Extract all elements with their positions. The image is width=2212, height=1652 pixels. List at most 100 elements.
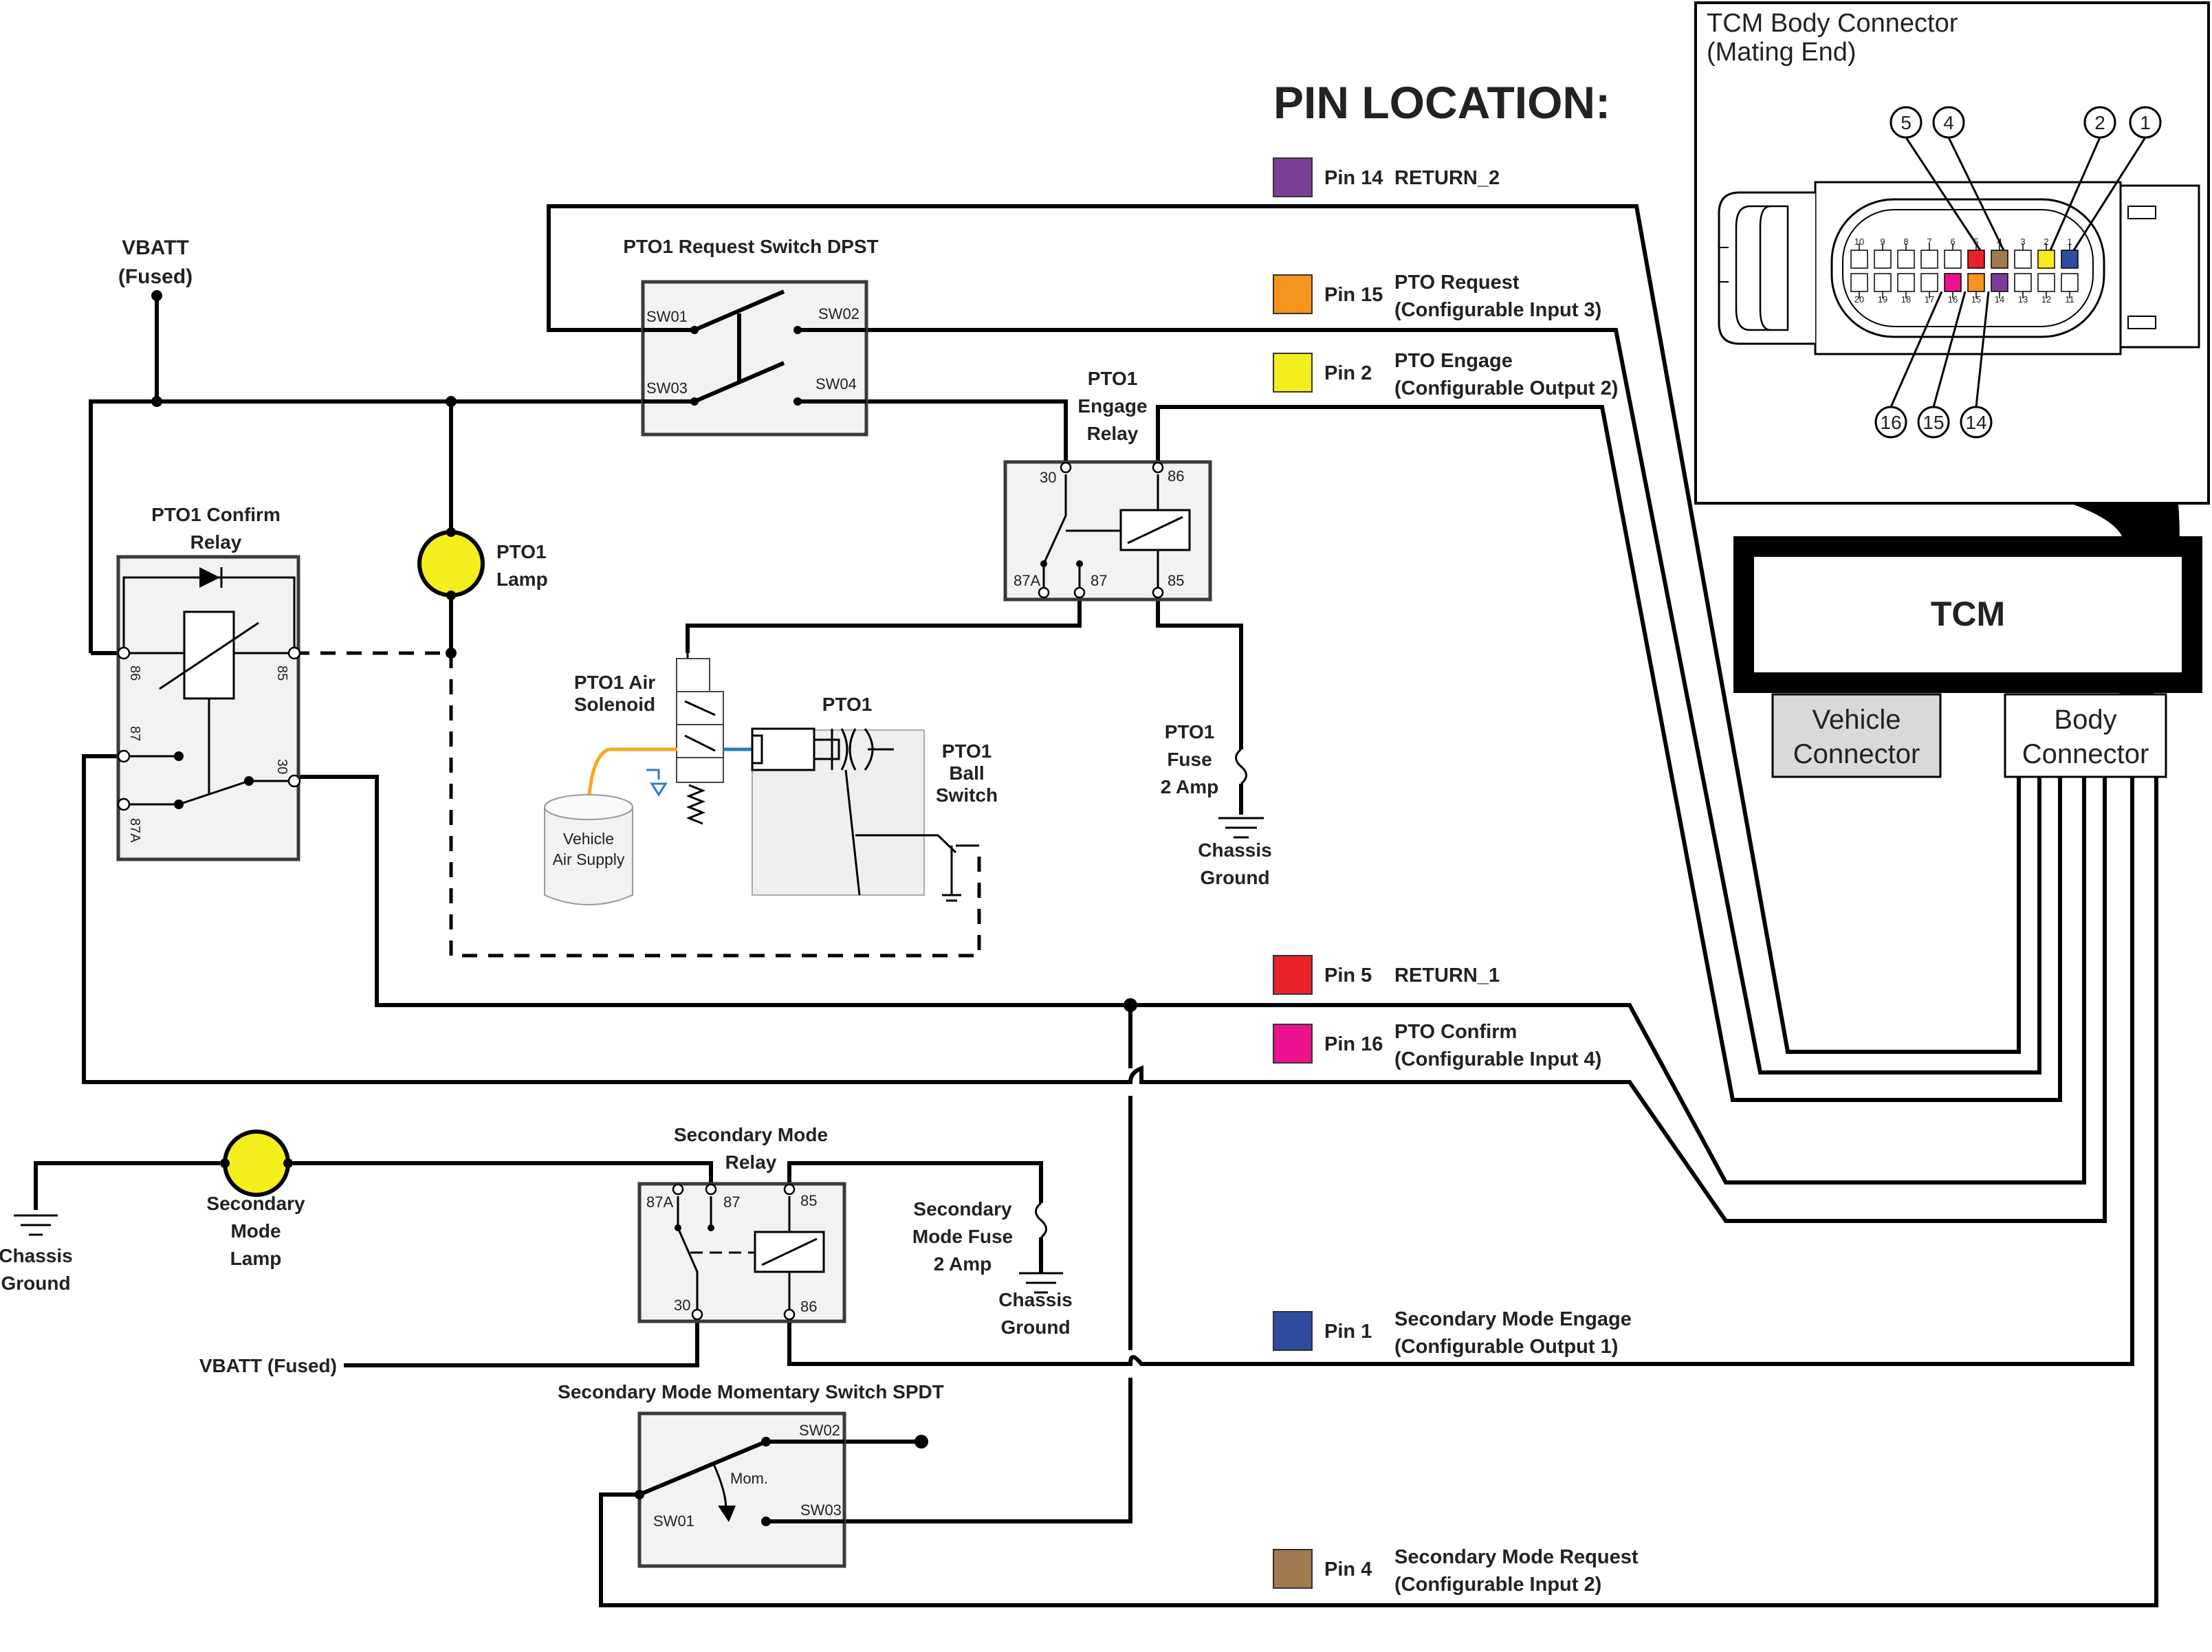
connector-pin-number: 16 — [1948, 294, 1958, 305]
callout-circle — [1890, 106, 1923, 139]
pto-air-assembly: PTO1 Air Solenoid Vehicle Air Supply PTO… — [544, 653, 998, 905]
legend-swatch — [1273, 955, 1313, 995]
connector-pin — [2061, 273, 2079, 292]
secondary-lamp-label-3: Lamp — [230, 1248, 282, 1269]
connector-pin — [1967, 250, 1985, 269]
pto-label: PTO1 — [822, 694, 873, 715]
connector-pin — [1897, 250, 1915, 269]
pto-ball-switch-label-3: Switch — [936, 784, 998, 806]
legend-pin-function: (Configurable Output 1) — [1394, 1336, 1618, 1358]
callout-number: 1 — [2140, 112, 2151, 133]
pto-fuse: PTO1 Fuse 2 Amp Chassis Ground — [1161, 721, 1272, 888]
pin-grid: 1098765432120191817161514131211 — [1850, 236, 2079, 305]
callout-number: 5 — [1901, 112, 1912, 133]
connector-pin — [1874, 250, 1892, 269]
secondary-relay-label-1: Secondary Mode — [674, 1124, 828, 1145]
secondary-mode-relay: Secondary Mode Relay 87A 87 85 30 86 — [637, 1124, 846, 1323]
connector-pin-number: 2 — [2044, 236, 2048, 247]
connector-pin — [1991, 273, 2008, 292]
legend-pin-label: Pin 15 — [1324, 284, 1383, 306]
secondary-relay-label-2: Relay — [725, 1152, 777, 1173]
sec-fuse-label-1: Secondary — [913, 1198, 1012, 1220]
vehicle-air-supply-label-1: Vehicle — [563, 830, 614, 848]
legend-pin-name: Secondary Mode Request — [1394, 1546, 1639, 1568]
connector-pin — [2037, 250, 2055, 269]
legend-pin-label: Pin 4 — [1324, 1559, 1372, 1581]
connector-pin — [1874, 273, 1892, 292]
pto-request-switch-label: PTO1 Request Switch DPST — [623, 236, 878, 257]
legend-swatch — [1273, 1311, 1313, 1351]
tcm-module: TCM Vehicle Connector Body Connector — [1733, 536, 2202, 778]
engage-t87a-label: 87A — [1014, 572, 1040, 589]
vehicle-connector-label-1: Vehicle — [1813, 705, 1901, 735]
callout-circle — [1874, 406, 1907, 439]
sec-t30-label: 30 — [674, 1297, 690, 1314]
connector-pin-number: 10 — [1854, 236, 1864, 247]
sec-chassis-ground-label-2: Ground — [1000, 1317, 1070, 1338]
legend-pin-label: Pin 16 — [1324, 1033, 1383, 1055]
connector-pin-number: 3 — [2020, 236, 2025, 247]
callout-number: 16 — [1880, 412, 1901, 433]
connector-pin — [2014, 273, 2032, 292]
vbatt-label-1: VBATT — [122, 236, 189, 259]
connector-pin — [1967, 273, 1985, 292]
callout-circle — [1932, 106, 1965, 139]
pto-engage-relay: PTO1 Engage Relay 30 86 87A 87 85 — [1003, 368, 1212, 602]
legend-pin-label: Pin 1 — [1324, 1321, 1372, 1343]
connector-pin-number: 17 — [1925, 294, 1934, 305]
legend-pin-function: (Configurable Output 2) — [1394, 377, 1618, 399]
legend-pin-function: (Configurable Input 3) — [1394, 299, 1601, 321]
pto-confirm-relay-label-1: PTO1 Confirm — [151, 504, 281, 525]
connector-pin — [1991, 250, 2008, 269]
connector-pin-number: 7 — [1927, 236, 1931, 247]
pto-fuse-label-1: PTO1 — [1165, 721, 1215, 742]
sec-t87a-label: 87A — [646, 1193, 673, 1211]
callout-circle — [1960, 406, 1993, 439]
legend-item: Pin 15 PTO Request (Configurable Input 3) — [1273, 272, 1601, 321]
connector-pin-number: 6 — [1950, 236, 1955, 247]
legend-pin-function: (Configurable Input 2) — [1394, 1574, 1601, 1596]
pto-engage-relay-label-2: Engage — [1077, 395, 1147, 417]
connector-pin-number: 20 — [1854, 294, 1864, 305]
callout-number: 15 — [1923, 412, 1944, 433]
sw04-label: SW04 — [815, 375, 857, 393]
pto-lamp-label-1: PTO1 — [496, 541, 547, 562]
pto-fuse-label-3: 2 Amp — [1161, 776, 1219, 797]
pto-request-switch: PTO1 Request Switch DPST SW01 SW02 SW03 … — [623, 236, 879, 437]
sec-fuse-label-2: Mode Fuse — [912, 1226, 1013, 1247]
vbatt-label-2: (Fused) — [118, 265, 193, 288]
engage-t85-label: 85 — [1168, 572, 1184, 589]
callout-number: 2 — [2094, 112, 2105, 133]
pto-chassis-ground-label-2: Ground — [1200, 867, 1269, 888]
body-connector-label-2: Connector — [2022, 739, 2149, 769]
sw03-label: SW03 — [646, 379, 688, 397]
secondary-mode-lamp: Secondary Mode Lamp Chassis Ground — [0, 1130, 305, 1294]
tcm-connector-inset: TCM Body Connector (Mating End) 10987654… — [1694, 1, 2210, 694]
connector-pin-number: 8 — [1903, 236, 1908, 247]
connector-pin — [1944, 273, 1962, 292]
connector-pin-number: 19 — [1878, 294, 1887, 305]
pto-lamp: PTO1 Lamp — [417, 527, 548, 600]
connector-pin — [1920, 273, 1938, 292]
secondary-switch-label: Secondary Mode Momentary Switch SPDT — [558, 1381, 944, 1402]
legend-pin-name: PTO Request — [1394, 272, 1520, 294]
callout-circle — [2129, 106, 2162, 139]
legend-swatch — [1273, 274, 1313, 314]
secondary-mode-switch: Secondary Mode Momentary Switch SPDT SW0… — [558, 1381, 944, 1568]
engage-t87-label: 87 — [1091, 572, 1107, 589]
sec-sw02-label: SW02 — [799, 1422, 840, 1439]
legend-swatch — [1273, 1549, 1313, 1589]
vbatt-fused-label: VBATT (Fused) — [199, 1355, 337, 1376]
page-title: PIN LOCATION: — [1273, 77, 1610, 128]
legend-pin-name: PTO Engage — [1394, 350, 1513, 372]
callout-number: 4 — [1943, 112, 1954, 133]
harness-wires — [34, 204, 2158, 1607]
legend-pin-function: (Configurable Input 4) — [1394, 1048, 1601, 1070]
inset-title-line2: (Mating End) — [1707, 38, 1857, 67]
pto-ball-switch-label-1: PTO1 — [942, 740, 992, 762]
vehicle-connector-label-2: Connector — [1793, 739, 1920, 769]
